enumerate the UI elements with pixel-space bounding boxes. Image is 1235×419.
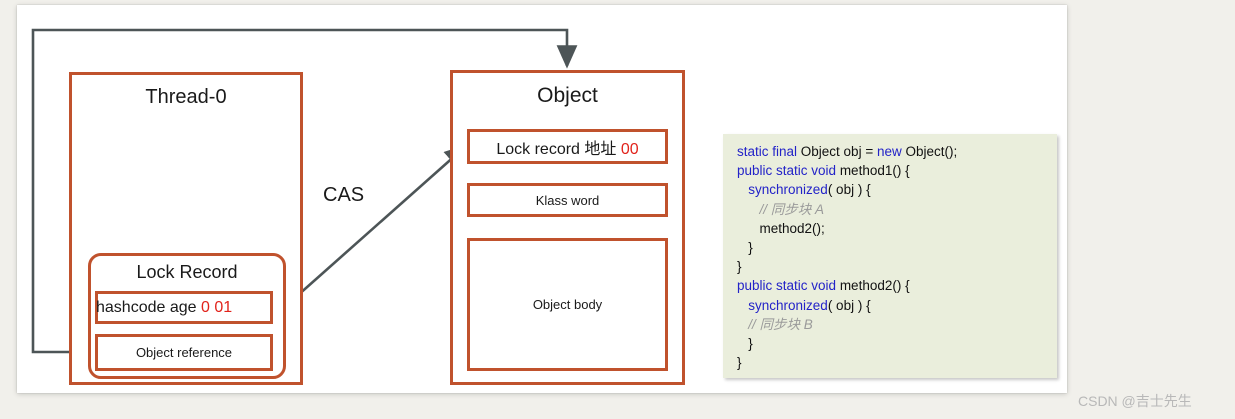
cas-label: CAS xyxy=(323,184,365,206)
object-klass-word-row: Klass word xyxy=(467,183,668,217)
lock-record-title: Lock Record xyxy=(136,262,238,282)
thread-title: Thread-0 xyxy=(145,86,227,108)
object-title: Object xyxy=(537,84,598,107)
object-mark-word-row: Lock record 地址 00 xyxy=(467,129,668,164)
lock-record-hashcode-row: hashcode age 0 01 xyxy=(95,291,273,324)
watermark-text: CSDN @吉士先生 xyxy=(1078,393,1192,409)
klass-word-label: Klass word xyxy=(535,192,600,208)
object-body-label: Object body xyxy=(532,297,603,312)
hashcode-mark-bits: 0 01 xyxy=(200,298,233,316)
object-lock-record-label: Lock record 地址 00 xyxy=(496,135,638,159)
code-snippet-panel: static final Object obj = new Object(); … xyxy=(723,134,1057,378)
code-snippet-text: static final Object obj = new Object(); … xyxy=(737,144,958,371)
lock-record-address-text: Lock record 地址 xyxy=(496,140,621,158)
lock-record-object-reference-row: Object reference xyxy=(95,334,273,371)
object-mark-bits: 00 xyxy=(620,140,639,158)
lock-record-hashcode-label: hashcode age 0 01 xyxy=(96,299,232,317)
object-reference-label: Object reference xyxy=(135,345,233,360)
object-body-row: Object body xyxy=(467,238,668,371)
hashcode-age-text: hashcode age xyxy=(96,298,201,316)
